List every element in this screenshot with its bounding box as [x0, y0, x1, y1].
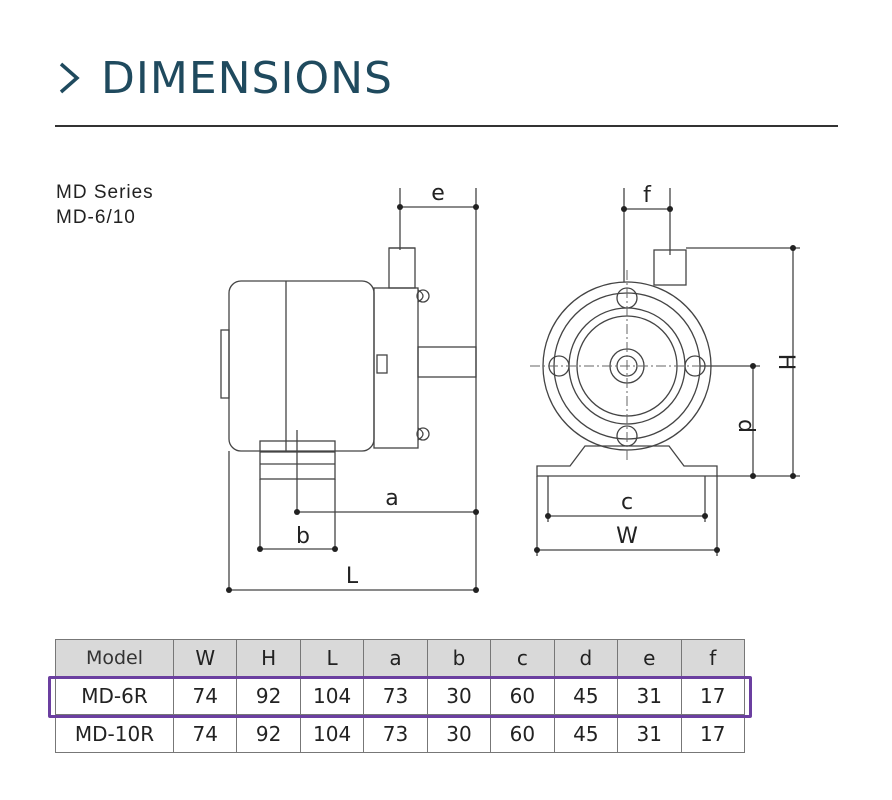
series-label: MD Series MD-6/10: [56, 180, 154, 230]
section-header: DIMENSIONS: [55, 48, 393, 108]
dim-label-b: b: [296, 524, 310, 549]
header-divider: [55, 125, 838, 127]
table-cell: 30: [426, 676, 492, 715]
table-cell: 92: [236, 676, 301, 715]
dimensions-table: Model W H L a b c d e f MD-6R 74 92 104 …: [55, 639, 745, 753]
table-header-cell: c: [490, 639, 555, 677]
table-cell: 45: [553, 714, 619, 753]
table-header-cell: W: [172, 639, 238, 677]
table-cell: 104: [299, 714, 365, 753]
table-cell: 31: [617, 714, 682, 753]
series-name: MD Series: [56, 182, 154, 203]
table-cell: 17: [680, 714, 745, 753]
dim-label-f: f: [643, 183, 652, 208]
dim-label-W: W: [616, 524, 638, 549]
dim-label-c: c: [621, 490, 633, 515]
table-header-cell: b: [426, 639, 492, 677]
table-row: MD-6R 74 92 104 73 30 60 45 31 17: [55, 676, 745, 715]
dim-label-e: e: [431, 181, 445, 206]
table-header-cell: e: [617, 639, 682, 677]
dim-label-L: L: [346, 564, 359, 589]
table-cell: 74: [172, 714, 238, 753]
table-cell: 17: [680, 676, 745, 715]
series-models: MD-6/10: [56, 207, 136, 228]
row-highlight-box: [48, 676, 752, 718]
front-dimension-lines: [536, 188, 800, 556]
table-row: MD-10R 74 92 104 73 30 60 45 31 17: [55, 714, 745, 753]
table-header-cell: f: [680, 639, 745, 677]
table-header-cell: H: [236, 639, 301, 677]
dimension-drawing: e a b L f c W H d: [220, 181, 800, 593]
table-header-cell: Model: [55, 639, 174, 677]
chevron-right-icon: [59, 62, 80, 94]
table-cell: 30: [426, 714, 492, 753]
side-dimension-lines: [228, 188, 477, 592]
table-cell: 104: [299, 676, 365, 715]
table-header-cell: a: [363, 639, 428, 677]
dim-label-a: a: [385, 486, 398, 511]
table-cell-model: MD-10R: [55, 714, 174, 753]
dim-label-H: H: [773, 354, 798, 371]
page-title: DIMENSIONS: [101, 52, 393, 104]
table-cell: 73: [363, 714, 428, 753]
table-cell: 60: [490, 714, 555, 753]
table-header-row: Model W H L a b c d e f: [55, 639, 745, 677]
pump-side-view: [220, 247, 477, 480]
dim-label-d: d: [733, 419, 758, 433]
table-header-cell: d: [553, 639, 619, 677]
table-cell: 92: [236, 714, 301, 753]
table-header-cell: L: [299, 639, 365, 677]
